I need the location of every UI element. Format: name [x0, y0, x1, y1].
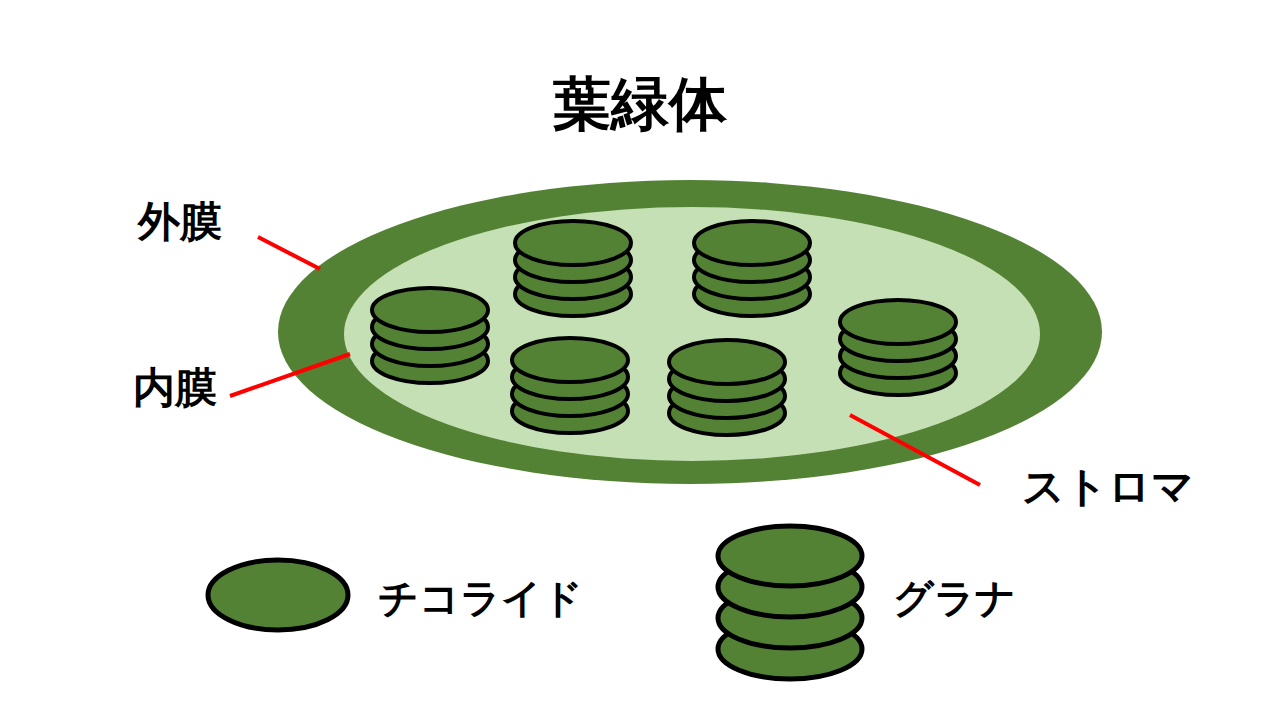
granum — [515, 221, 631, 316]
grana-group — [372, 221, 956, 435]
thylakoid-disc — [372, 288, 488, 332]
thylakoid-disc — [669, 340, 785, 384]
legend-text: グラナ — [893, 576, 1016, 620]
leader-line — [850, 415, 980, 485]
part-label: ストロマ — [1022, 464, 1194, 510]
grana-sample — [718, 526, 862, 679]
leader-line — [230, 354, 350, 396]
thylakoid-disc — [515, 221, 631, 265]
outer-membrane — [278, 180, 1102, 484]
diagram-title: 葉緑体 — [553, 73, 727, 137]
leader-line — [258, 237, 320, 269]
granum — [512, 338, 628, 433]
part-label: 内膜 — [133, 365, 217, 411]
thylakoid-disc — [694, 221, 810, 265]
granum — [840, 300, 956, 395]
part-label: 外膜 — [138, 199, 222, 245]
granum — [372, 288, 488, 383]
thylakoid-disc — [840, 300, 956, 344]
stroma-area — [344, 207, 1040, 461]
granum — [669, 340, 785, 435]
thylakoid-sample — [208, 560, 348, 630]
thylakoid-disc — [512, 338, 628, 382]
legend-text: チコライド — [378, 576, 583, 620]
thylakoid-disc — [718, 526, 862, 586]
granum — [694, 221, 810, 316]
